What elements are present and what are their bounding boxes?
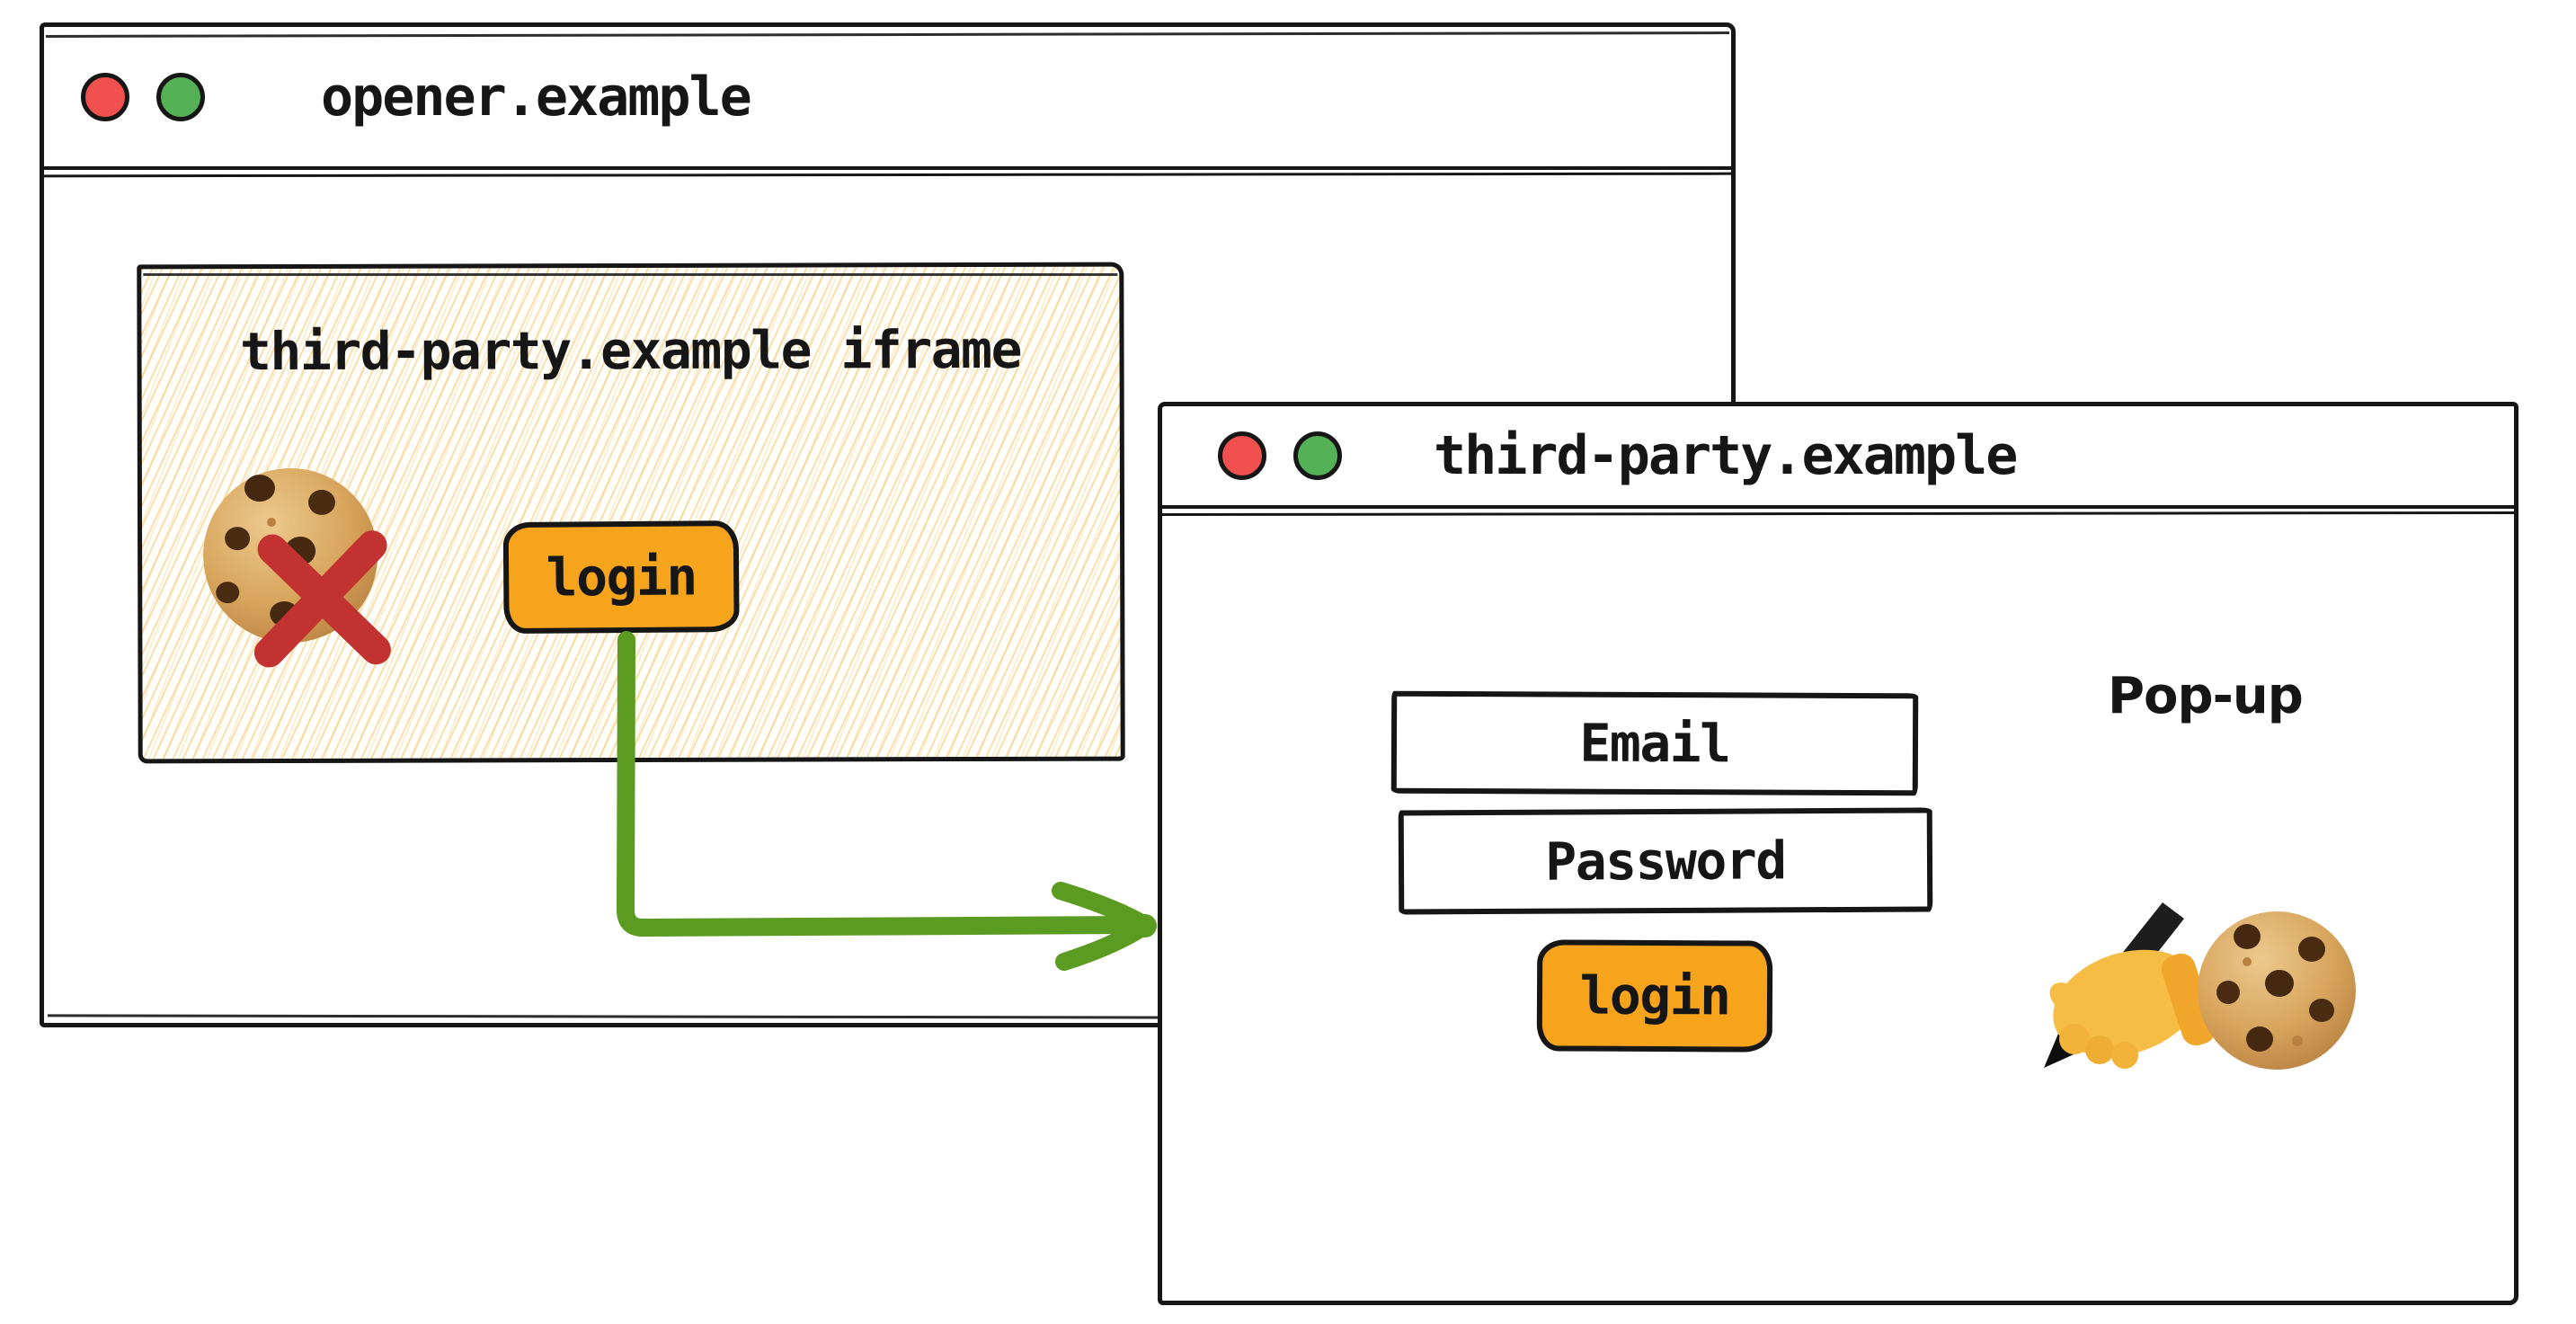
iframe-login-button[interactable]: login [502, 520, 740, 635]
minimize-button[interactable] [156, 72, 205, 121]
popup-window: third-party.example Pop-up Email Passwor… [1158, 402, 2518, 1305]
popup-annotation: Pop-up [2108, 667, 2304, 725]
close-button[interactable] [81, 72, 129, 121]
iframe-label: third-party.example iframe [239, 318, 1022, 383]
minimize-button[interactable] [1293, 431, 1342, 480]
popup-login-button[interactable]: login [1536, 939, 1773, 1053]
opener-titlebar: opener.example [44, 27, 1731, 170]
cookie-blocked-icon [203, 467, 391, 668]
cookie-icon [2198, 911, 2356, 1070]
third-party-iframe: third-party.example iframe [137, 262, 1125, 764]
writing-hand-icon [2044, 902, 2216, 1069]
opener-window-title: opener.example [321, 65, 752, 129]
password-field[interactable]: Password [1398, 807, 1933, 915]
close-button[interactable] [1218, 431, 1266, 480]
popup-window-title: third-party.example [1434, 424, 2018, 487]
email-field[interactable]: Email [1390, 690, 1919, 796]
signing-cookie-art [2044, 902, 2356, 1070]
popup-titlebar: third-party.example [1162, 406, 2514, 509]
